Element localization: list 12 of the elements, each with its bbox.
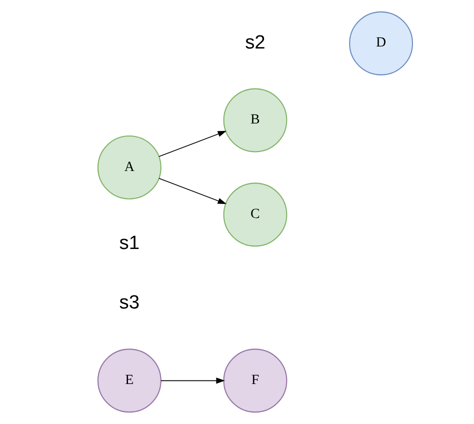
label: s1 [118,233,140,254]
node-circle: C [222,182,287,247]
arrow [160,378,224,384]
arrow [158,130,226,157]
node-circle: E [96,348,161,413]
label: s2 [244,32,265,54]
node-circle: F [222,348,287,413]
node-circle: B [222,88,287,152]
node-circle: A [96,135,161,200]
node-circle: D [348,11,413,76]
label: s3 [118,292,140,314]
arrow [158,178,226,204]
